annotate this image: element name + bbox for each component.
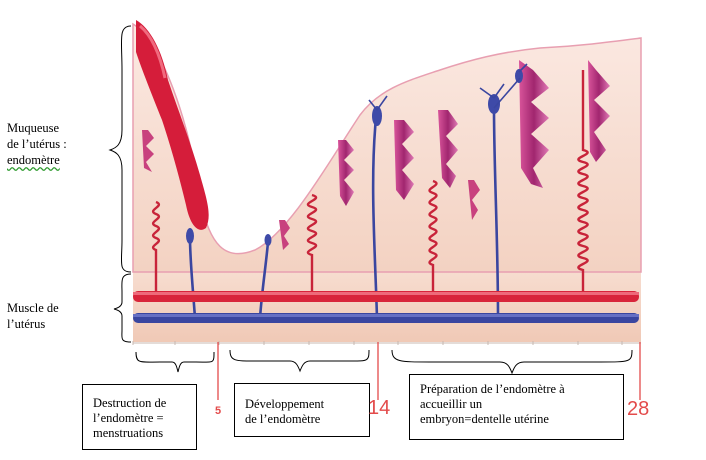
vein-main-highlight — [133, 314, 639, 317]
vein — [258, 241, 270, 319]
menstrual-blood — [136, 20, 209, 230]
destruction-line3: menstruations — [93, 426, 164, 440]
spiral-artery — [577, 70, 589, 292]
vein — [492, 107, 500, 319]
gland — [588, 60, 610, 162]
endometrium-label-line2: de l’utérus : — [7, 137, 67, 151]
gland — [338, 140, 354, 206]
muscle-label: Muscle de l’utérus — [7, 300, 59, 332]
developpement-phase-box: Développement de l’endomètre — [234, 383, 370, 437]
destruction-line1: Destruction de — [93, 396, 167, 410]
vein-tips — [186, 69, 523, 246]
gland — [468, 180, 480, 220]
developpement-line2: de l’endomètre — [245, 412, 321, 426]
destruction-brace — [135, 351, 215, 373]
vein — [188, 237, 197, 319]
gland — [438, 110, 458, 188]
gland — [142, 130, 154, 172]
preparation-line2: accueillir un — [420, 397, 483, 411]
day-28-label: 28 — [627, 398, 650, 420]
spiral-artery — [306, 193, 318, 292]
endometrium-label-line3: endomètre — [7, 153, 60, 167]
uterine-glands — [142, 60, 610, 250]
preparation-phase-box: Préparation de l’endomètre à accueillir … — [409, 374, 624, 440]
muscle-label-line1: Muscle de — [7, 301, 59, 315]
endometrium-label-line1: Muqueuse — [7, 121, 60, 135]
muscle-label-line2: l’utérus — [7, 317, 46, 331]
spiral-arteries — [151, 70, 589, 292]
preparation-line1: Préparation de l’endomètre à — [420, 382, 565, 396]
endometrium-label: Muqueuse de l’utérus : endomètre — [7, 120, 67, 168]
destruction-line2: l’endomètre = — [93, 411, 164, 425]
day-5-label: 5 — [215, 405, 222, 417]
gland — [519, 60, 549, 188]
preparation-brace — [391, 349, 633, 375]
gland — [394, 120, 414, 200]
muscle-layer — [133, 270, 641, 342]
preparation-line3: embryon=dentelle utérine — [420, 412, 549, 426]
artery-highlight — [133, 292, 639, 295]
muscle-brace — [113, 273, 132, 343]
destruction-phase-box: Destruction de l’endomètre = menstruatio… — [82, 384, 197, 450]
spiral-artery — [151, 200, 161, 292]
day-14-label: 14 — [368, 397, 391, 419]
spiral-artery — [428, 179, 438, 292]
vein-branches — [368, 63, 528, 111]
developpement-brace — [229, 349, 370, 373]
endometrium-layer — [132, 22, 642, 273]
endometrium-brace — [108, 25, 132, 273]
gland — [279, 220, 290, 250]
developpement-line1: Développement — [245, 397, 325, 411]
menstrual-blood-highlight — [138, 24, 167, 79]
